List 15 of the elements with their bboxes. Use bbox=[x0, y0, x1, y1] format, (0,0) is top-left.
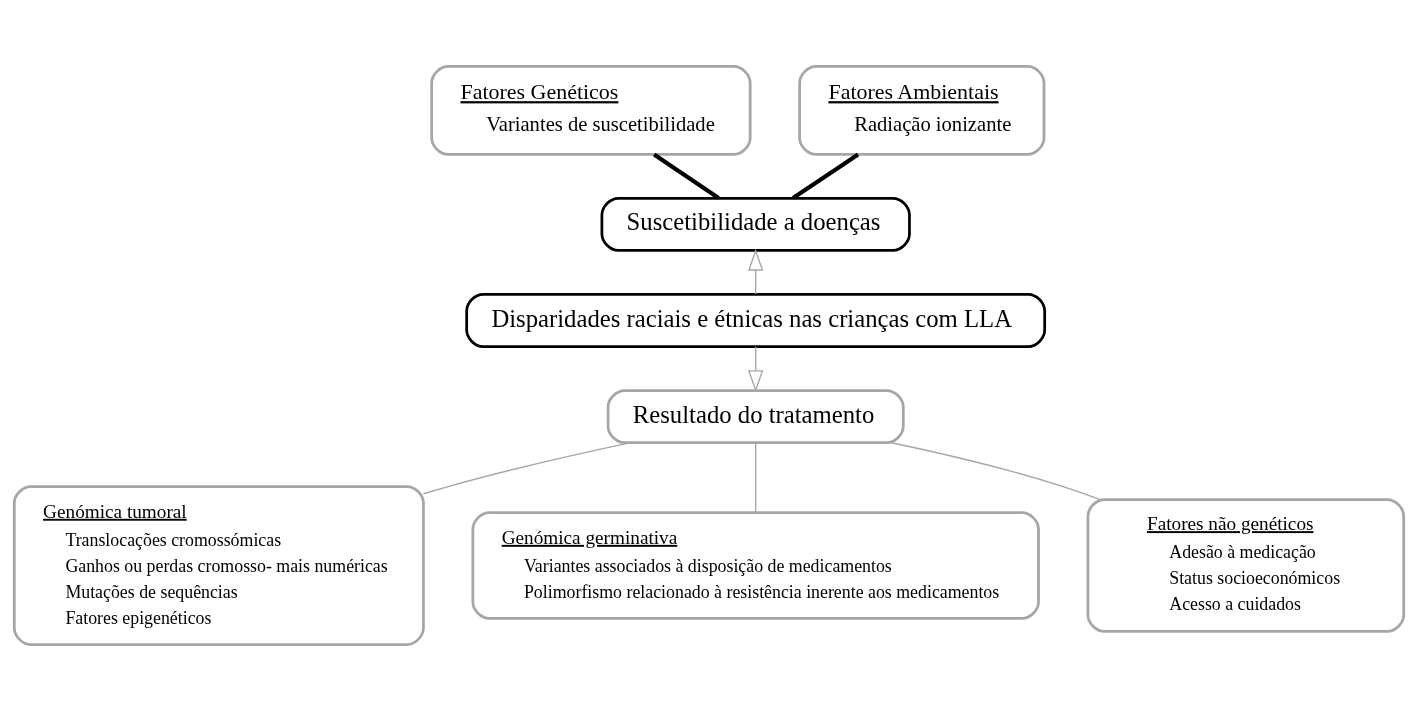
connector bbox=[791, 152, 860, 200]
node-box: Disparidades raciais e étnicas nas crianças com LLA bbox=[465, 293, 1047, 348]
arrow bbox=[748, 346, 764, 393]
node-box: Fatores não genéticos Adesão à medicação Status socioeconómicos Acesso a cuidados bbox=[1086, 498, 1406, 633]
node-box: Resultado do tratamento bbox=[606, 389, 905, 445]
node-box: Suscetibilidade a doenças bbox=[600, 196, 911, 252]
connector bbox=[422, 442, 632, 495]
connector bbox=[755, 442, 757, 514]
node-box: Fatores Genéticos Variantes de suscetibilidade bbox=[430, 65, 752, 156]
connector bbox=[653, 152, 720, 200]
arrow bbox=[748, 248, 764, 295]
node-box: Genómica tumoral Translocações cromossómicas Ganhos ou perdas cromosso- mais numéricas Mutações de sequências Fatores epigenéticos bbox=[12, 485, 425, 646]
node-box: Fatores Ambientais Radiação ionizante bbox=[798, 65, 1046, 156]
node-box: Genómica germinativa Variantes associados à disposição de medicamentos Polimorfismo relacionado à resistência inerente aos medicamentos bbox=[471, 511, 1040, 620]
connector bbox=[890, 442, 1101, 501]
